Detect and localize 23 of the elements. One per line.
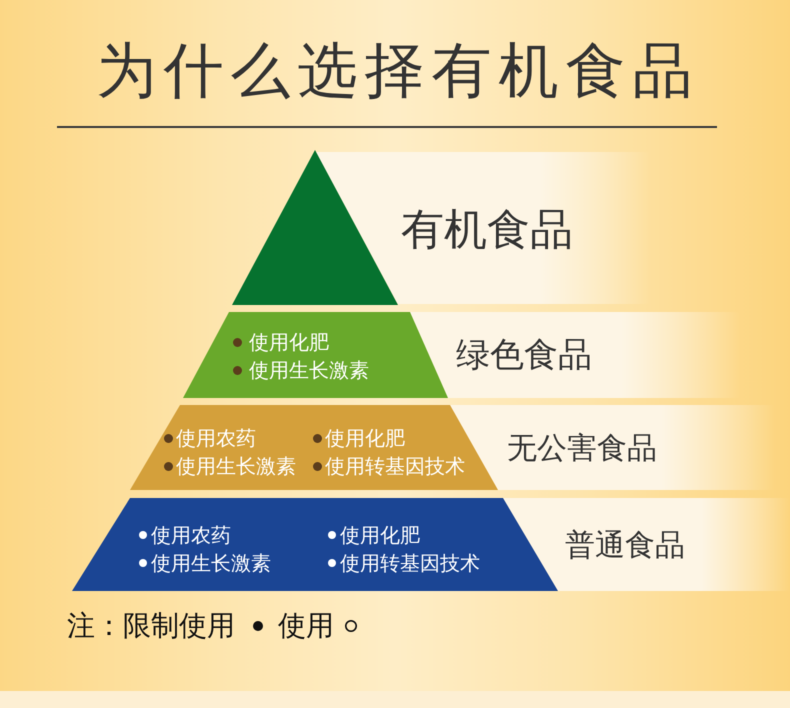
pyramid-top: [232, 150, 398, 305]
legend-text: 限制使用: [123, 608, 235, 642]
list-item: 使用生长激素: [151, 550, 271, 576]
title: 为什么选择有机食品: [96, 34, 700, 108]
list-item: 使用生长激素: [249, 358, 369, 382]
pyramid-layer: [130, 405, 498, 490]
list-item: 使用农药: [151, 522, 231, 548]
pyramid-layer: [72, 498, 558, 591]
list-item: 使用转基因技术: [325, 454, 465, 478]
label-band: [503, 498, 790, 591]
pyramid-layer: [183, 312, 448, 398]
list-item: 使用生长激素: [176, 454, 296, 478]
note-label: 注：: [67, 608, 123, 642]
tier-label: 绿色食品: [456, 334, 592, 376]
legend-text: 使用: [278, 608, 334, 642]
tier-label: 普通食品: [565, 527, 685, 565]
list-item: 使用化肥: [340, 522, 420, 548]
list-item: 使用化肥: [249, 330, 329, 354]
list-item: 使用转基因技术: [340, 550, 480, 576]
list-item: 使用化肥: [325, 426, 405, 450]
tier-label: 无公害食品: [507, 430, 657, 468]
tier-label: 有机食品: [401, 204, 573, 257]
list-item: 使用农药: [176, 426, 256, 450]
